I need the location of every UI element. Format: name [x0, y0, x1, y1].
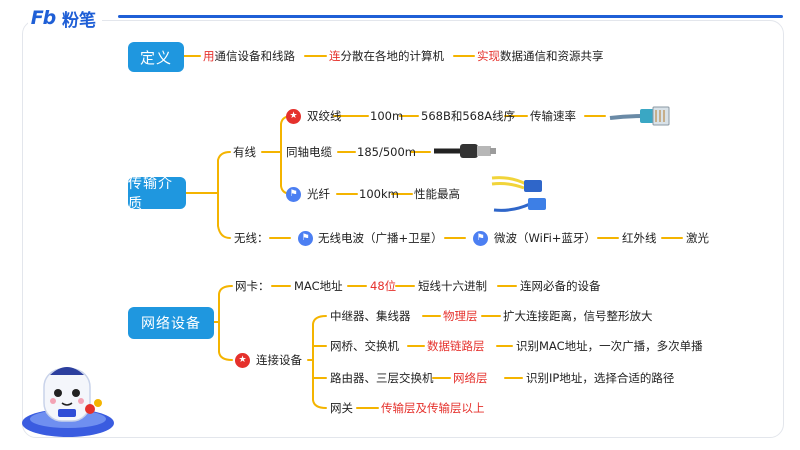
brand-name: 粉笔 [62, 10, 96, 31]
router-desc: 识别IP地址，选择合适的路径 [526, 371, 675, 385]
gateway: 网关 [330, 401, 353, 415]
definition-title: 定义 [128, 42, 184, 72]
data-link-layer: 数据链路层 [427, 339, 485, 353]
content-frame [22, 20, 784, 438]
coax-cable: 同轴电缆 [286, 145, 332, 159]
wired-label: 有线 [233, 145, 256, 159]
fiber-distance: 100km [359, 187, 399, 201]
repeater-hub: 中继器、集线器 [330, 309, 411, 323]
star-icon: ★ [235, 353, 250, 368]
definition-segment-2: 连分散在各地的计算机 [329, 49, 444, 63]
flag-icon: ⚑ [473, 231, 488, 246]
wireless-microwave: 微波（WiFi+蓝牙） [494, 231, 596, 245]
wireless-infrared: 红外线 [622, 231, 657, 245]
nic-mac: MAC地址 [294, 279, 343, 293]
brand-mark: Fb [30, 7, 57, 29]
definition-segment-3: 实现数据通信和资源共享 [477, 49, 604, 63]
repeater-desc: 扩大连接距离，信号整形放大 [503, 309, 653, 323]
connect-label: 连接设备 [256, 353, 302, 367]
twisted-pair-rate: 传输速率 [530, 109, 576, 123]
header-rule [118, 15, 783, 18]
bridge-desc: 识别MAC地址，一次广播，多次单播 [516, 339, 703, 353]
nic-bits: 48位 [370, 279, 397, 293]
flag-icon: ⚑ [286, 187, 301, 202]
bridge-switch: 网桥、交换机 [330, 339, 399, 353]
fiber-performance: 性能最高 [414, 187, 460, 201]
router-l3-switch: 路由器、三层交换机 [330, 371, 434, 385]
fiber: 光纤 [307, 187, 330, 201]
definition-segment-1: 用通信设备和线路 [203, 49, 295, 63]
wireless-laser: 激光 [686, 231, 709, 245]
mascot-illustration [22, 367, 114, 437]
coax-cable-icon [434, 144, 496, 158]
wireless-radio: 无线电波（广播+卫星） [318, 231, 443, 245]
nic-role: 连网必备的设备 [520, 279, 601, 293]
network-layer: 网络层 [453, 371, 488, 385]
physical-layer: 物理层 [443, 309, 478, 323]
coax-distance: 185/500m [357, 145, 416, 159]
transport-layer-above: 传输层及传输层以上 [381, 401, 485, 415]
nic-label: 网卡： [235, 279, 270, 293]
star-icon: ★ [286, 109, 301, 124]
twisted-pair-distance: 100m [370, 109, 404, 123]
nic-format: 短线十六进制 [418, 279, 487, 293]
fiber-cable-icon [491, 176, 546, 212]
flag-icon: ⚑ [298, 231, 313, 246]
media-title: 传输介质 [128, 176, 186, 212]
twisted-pair-wiring: 568B和568A线序 [421, 109, 516, 123]
wireless-label: 无线： [234, 231, 269, 245]
brand-logo: Fb 粉笔 [28, 4, 102, 32]
rj45-cable-icon [609, 106, 670, 126]
devices-title: 网络设备 [128, 307, 214, 339]
twisted-pair: 双绞线 [307, 109, 342, 123]
